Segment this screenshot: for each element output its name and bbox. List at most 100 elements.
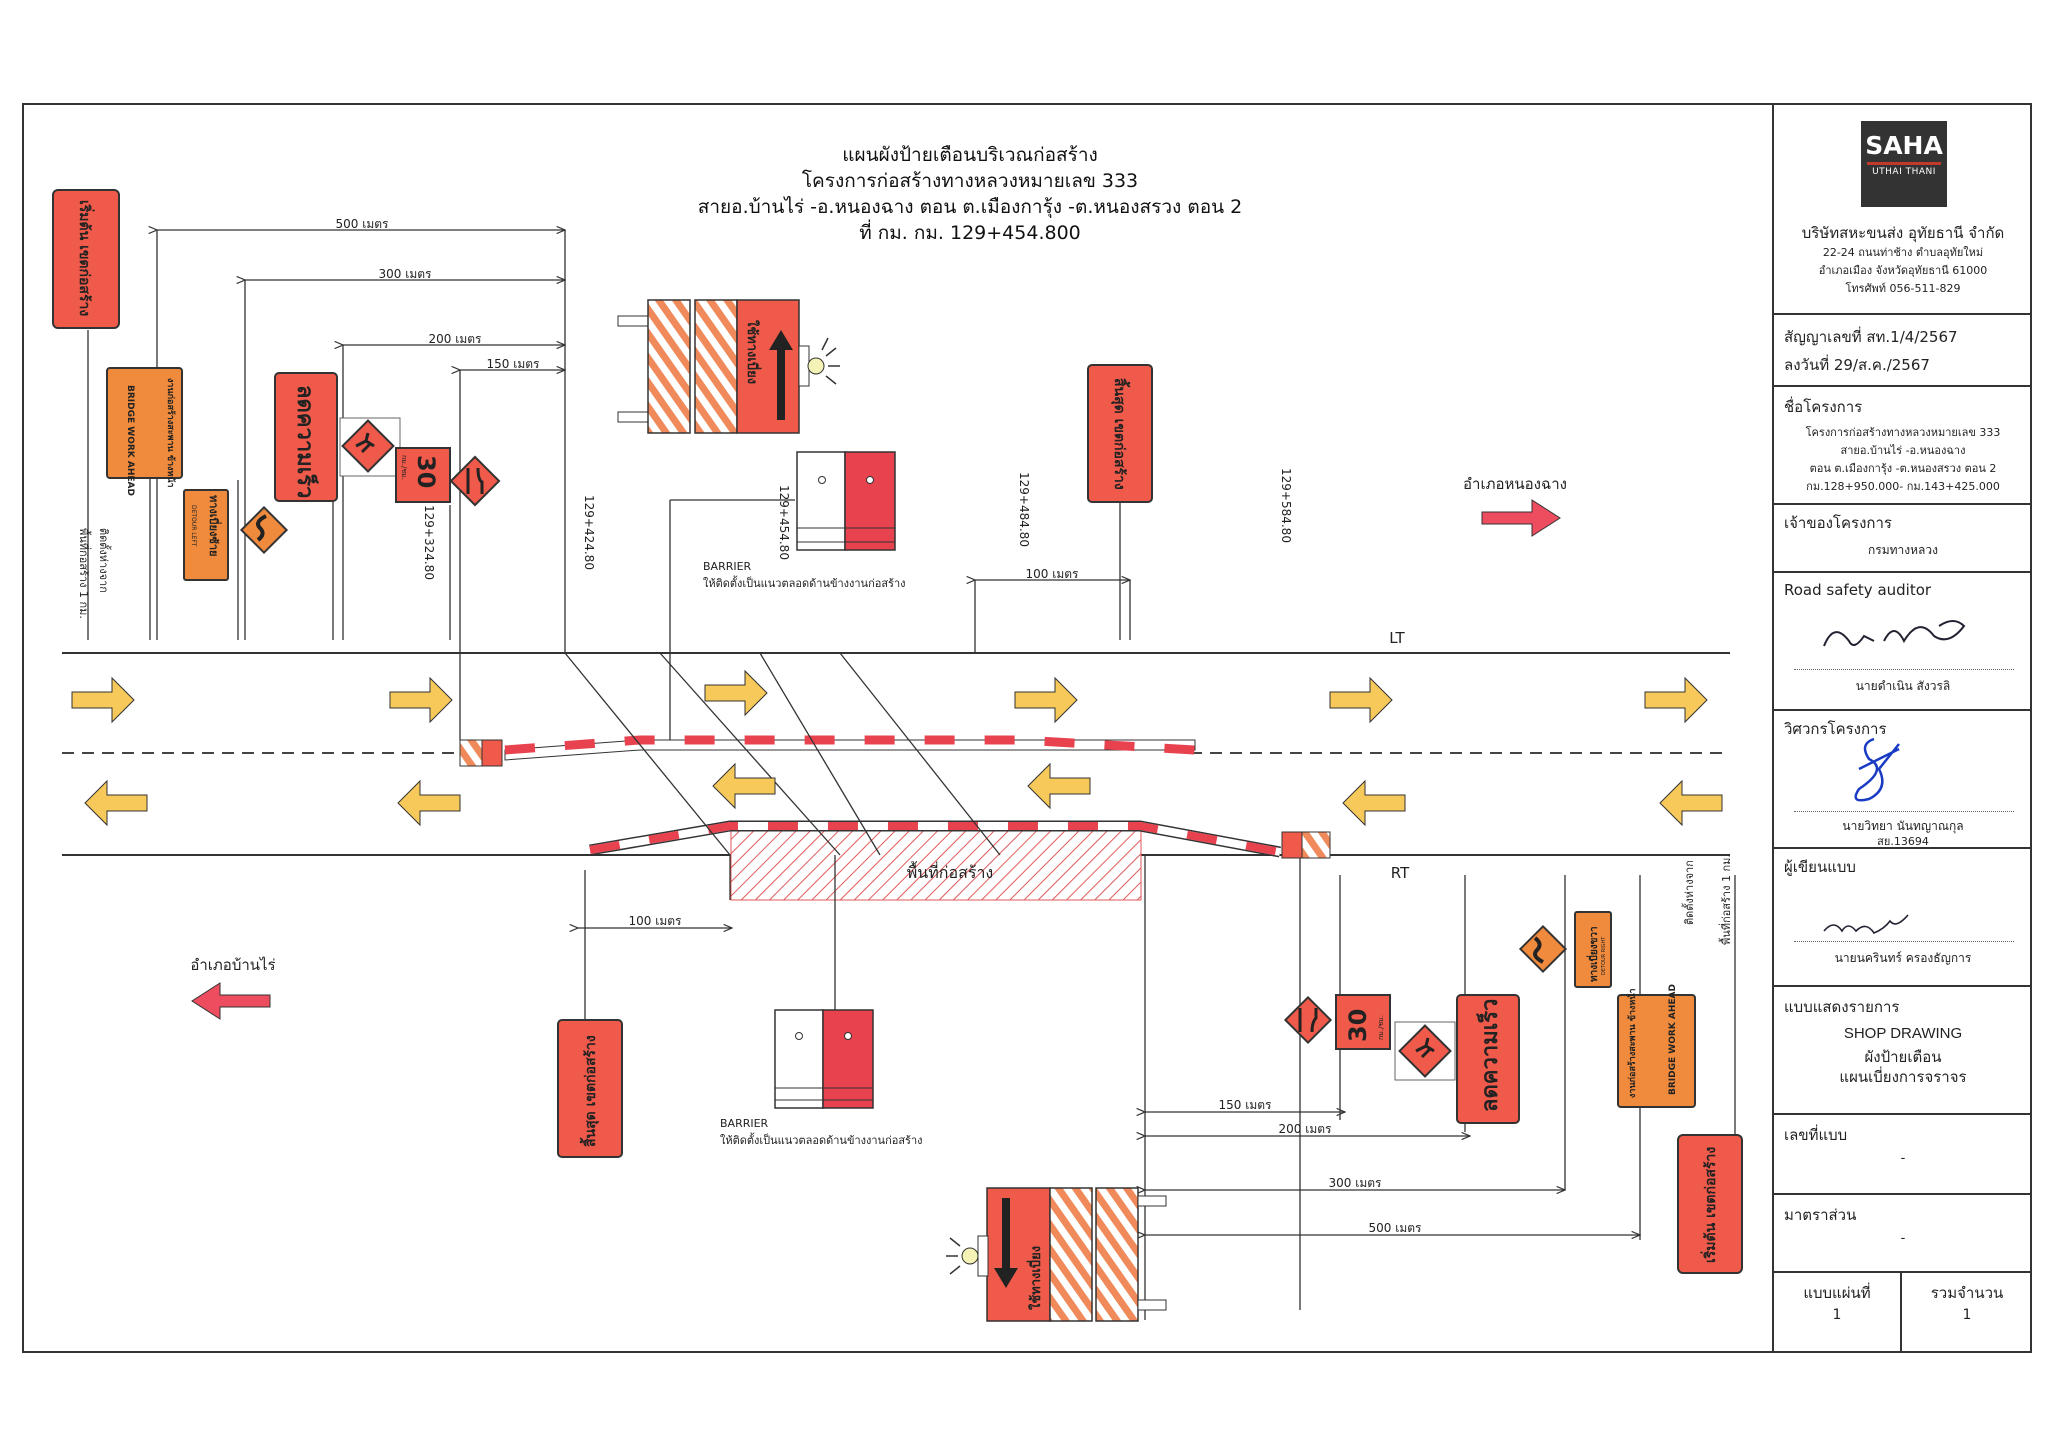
svg-text:เริ่มต้น เขตก่อสร้าง: เริ่มต้น เขตก่อสร้าง [76,200,95,316]
sign-use-detour-bottom: ใช้ทางเบี่ยง [946,1187,1167,1322]
auditor-cell: Road safety auditor นายดำเนิน สังวรลิ [1774,573,2032,711]
pedestrian-warning-sign-top-icon [339,417,401,477]
sign-speed-limit-top: 30 กม./ชม. [395,447,451,503]
warning-light-icon [961,1247,979,1265]
svg-text:เริ่มต้น เขตก่อสร้าง: เริ่มต้น เขตก่อสร้าง [1700,1147,1719,1263]
dimension-lines-bottom [578,928,1640,1235]
taper-detour-board-left [459,739,503,767]
lane-label-lt: LT [1389,629,1405,647]
svg-text:กม./ชม.: กม./ชม. [1377,1015,1385,1040]
auditor-name: นายดำเนิน สังวรลิ [1855,679,1951,693]
drawing-subtitle-station: ที่ กม. กม. 129+454.800 [859,222,1081,244]
lane-label-rt: RT [1391,864,1410,882]
company-phone: โทรศัพท์ 056-511-829 [1845,282,1961,295]
station-label: 129+484.80 [1017,472,1031,547]
traffic-arrow-left-icon [84,779,148,827]
road-narrows-sign-top-icon [449,455,501,507]
direction-label-right: อำเภอหนองฉาง [1463,475,1567,493]
scale-cell: มาตราส่วน - [1774,1195,2032,1273]
construction-area-label: พื้นที่ก่อสร้าง [907,861,993,882]
dim-label-100-bottom: 100 เมตร [629,914,683,928]
sign-bridge-work-top: งานก่อสร้างสะพาน ข้างหน้า BRIDGE WORK AH… [106,367,183,496]
traffic-arrow-right-icon [1329,676,1393,724]
barrier-line-lower [589,820,1282,858]
dim-label-150-bottom: 150 เมตร [1219,1098,1273,1112]
drawing-title: แผนผังป้ายเตือนบริเวณก่อสร้าง [842,144,1098,166]
dim-label-150-top: 150 เมตร [487,357,541,371]
road-narrows-sign-bottom-icon [1283,995,1333,1045]
auditor-signature [1823,620,1966,647]
direction-arrow-left-icon [191,982,271,1020]
traffic-arrow-right-icon [71,676,135,724]
svg-text:ใช้ทางเบี่ยง: ใช้ทางเบี่ยง [744,320,762,384]
sheet-number-cell: แบบแผ่นที่ 1 [1774,1273,1902,1353]
sign-end-zone-bottom: สิ้นสุด เขตก่อสร้าง [557,1019,623,1158]
traffic-arrow-right-icon [704,669,768,717]
pedestrian-warning-sign-bottom-icon [1394,1021,1456,1081]
sign-start-zone-bottom: เริ่มต้น เขตก่อสร้าง [1677,1134,1743,1274]
curve-warning-sign-bottom-icon [1518,924,1568,974]
traffic-arrow-right-icon [1014,676,1078,724]
install-note-line1: ติดตั้งห่างจาก [97,528,112,593]
barrier-block-bottom-icon [774,1009,874,1109]
traffic-arrow-right-icon [389,676,453,724]
svg-text:ลดความเร็ว: ลดความเร็ว [1475,999,1503,1112]
engineer-license: สย.13694 [1877,835,1929,848]
sign-slow-down-bottom: ลดความเร็ว [1456,994,1520,1124]
drafter-signature [1823,914,1909,934]
svg-text:ทางเบี่ยงขวา: ทางเบี่ยงขวา [1586,926,1600,982]
svg-text:สิ้นสุด เขตก่อสร้าง: สิ้นสุด เขตก่อสร้าง [1111,378,1131,490]
traffic-plan-diagram: พื้นที่ก่อสร้าง [52,189,1743,1322]
drawing-sheet-border [22,103,2032,1353]
install-note-line2: พื้นที่ก่อสร้าง 1 กม. [77,528,92,619]
svg-text:ทางเบี่ยงซ้าย: ทางเบี่ยงซ้าย [207,495,222,556]
sign-start-zone-top: เริ่มต้น เขตก่อสร้าง [52,189,120,329]
sign-slow-down-top: ลดความเร็ว [274,372,338,502]
sign-end-zone-top: สิ้นสุด เขตก่อสร้าง [1087,364,1153,503]
dim-label-300-top: 300 เมตร [379,267,433,281]
sign-use-detour-top: ใช้ทางเบี่ยง [617,299,840,434]
sign-bridge-work-bottom: งานก่อสร้างสะพาน ข้างหน้า BRIDGE WORK AH… [1617,984,1696,1108]
barrier-label-bottom: BARRIER [720,1117,769,1130]
svg-text:ใช้ทางเบี่ยง: ใช้ทางเบี่ยง [1026,1246,1044,1310]
dim-label-200-bottom: 200 เมตร [1279,1122,1333,1136]
drawing-type-cell: แบบแสดงรายการ SHOP DRAWING ผังป้ายเตือน … [1774,987,2032,1115]
svg-text:BRIDGE WORK AHEAD: BRIDGE WORK AHEAD [1668,984,1678,1095]
svg-text:30: 30 [412,455,440,488]
traffic-arrow-left-icon [712,762,776,810]
company-name: บริษัทสหะขนส่ง อุทัยธานี จำกัด [1801,224,2005,242]
contract-number: สัญญาเลขที่ สท.1/4/2567 [1784,328,1958,346]
traffic-arrow-right-icon [1644,676,1708,724]
title-block: SAHA UTHAI THANI บริษัทสหะขนส่ง อุทัยธาน… [1772,103,2032,1353]
company-logo: SAHA UTHAI THANI [1861,121,1947,207]
direction-arrow-right-icon [1481,499,1561,537]
taper-guide-lines [564,652,1001,900]
station-label: 129+584.80 [1279,468,1293,543]
warning-light-icon [807,357,825,375]
install-note-line2-right: พื้นที่ก่อสร้าง 1 กม. [1718,854,1733,945]
contract-cell: สัญญาเลขที่ สท.1/4/2567 ลงวันที่ 29/ส.ค.… [1774,315,2032,387]
barrier-line-upper [504,735,1196,761]
engineer-cell: วิศวกรโครงการ นายวิทยา นันทญาณกุล สย.136… [1774,711,2032,849]
traffic-arrow-left-icon [1659,779,1723,827]
construction-area [730,827,1142,901]
svg-text:30: 30 [1344,1009,1372,1042]
traffic-arrow-left-icon [1027,762,1091,810]
contract-date: ลงวันที่ 29/ส.ค./2567 [1784,356,1930,374]
barrier-note-bottom: ให้ติดตั้งเป็นแนวตลอดด้านข้างงานก่อสร้าง [720,1132,923,1147]
dim-label-500-bottom: 500 เมตร [1369,1221,1423,1235]
drawing-subtitle-route: สายอ.บ้านไร่ -อ.หนองฉาง ตอน ต.เมืองการุ้… [697,196,1243,218]
traffic-arrow-left-icon [1342,779,1406,827]
svg-text:ลดความเร็ว: ลดความเร็ว [292,385,320,498]
station-label: 129+324.80 [422,505,436,580]
barrier-block-top-icon [796,451,896,551]
engineer-name: นายวิทยา นันทญาณกุล [1842,819,1964,833]
station-label: 129+454.80 [777,485,791,560]
svg-text:สิ้นสุด เขตก่อสร้าง: สิ้นสุด เขตก่อสร้าง [579,1035,599,1147]
svg-text:BRIDGE WORK AHEAD: BRIDGE WORK AHEAD [125,385,135,496]
sign-detour-left-top: ทางเบี่ยงซ้าย DETOUR LEFT [183,489,229,581]
drafter-cell: ผู้เขียนแบบ นายนครินทร์ ครองธัญการ [1774,849,2032,987]
sign-post-lines-bottom [584,855,1736,1320]
dim-label-300-bottom: 300 เมตร [1329,1176,1383,1190]
install-note-line1-right: ติดตั้งห่างจาก [1681,860,1696,925]
